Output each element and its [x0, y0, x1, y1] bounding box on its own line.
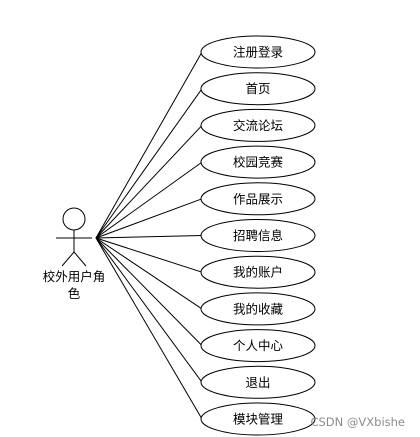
use-case: 我的收藏: [200, 292, 316, 326]
use-case: 校园竞赛: [200, 145, 316, 179]
use-case-ellipse: [200, 365, 316, 399]
use-case-label: 我的收藏: [233, 301, 284, 316]
use-case-ellipse: [200, 329, 316, 363]
use-case-label: 我的账户: [233, 265, 283, 280]
use-case-ellipse: [200, 72, 316, 106]
use-case-label: 首页: [245, 81, 270, 96]
actor-left-leg: [61, 251, 75, 267]
use-case-label: 作品展示: [233, 191, 283, 206]
association-lines: [95, 51, 203, 420]
association-line: [95, 237, 203, 383]
association-line: [95, 198, 203, 239]
watermark-text: CSDN @VXbishe: [310, 415, 405, 429]
use-case: 我的账户: [200, 255, 316, 289]
use-case: 交流论坛: [200, 108, 316, 142]
use-case-ellipse: [200, 292, 316, 326]
association-line: [95, 235, 203, 239]
use-case-ellipse: [200, 35, 316, 69]
actor-head: [62, 207, 86, 231]
association-line: [95, 237, 203, 346]
actor-label-line1: 校外用户角: [43, 269, 106, 284]
use-case: 首页: [200, 72, 316, 106]
association-line: [95, 51, 203, 239]
use-case: 作品展示: [200, 182, 316, 216]
use-case-ellipse: [200, 255, 316, 289]
association-line: [95, 237, 203, 273]
use-case-ellipse: [200, 182, 316, 216]
actor-label-line2: 色: [68, 286, 81, 301]
association-line: [95, 237, 203, 420]
use-case: 注册登录: [200, 35, 316, 69]
actor-right-leg: [73, 251, 87, 267]
use-case-label: 交流论坛: [233, 118, 283, 133]
association-line: [95, 237, 203, 310]
actor-figure: 校外用户角 色: [43, 207, 106, 301]
use-case-ellipse: [200, 145, 316, 179]
use-case-label: 招聘信息: [233, 228, 283, 243]
use-case-ellipse: [200, 402, 316, 436]
use-case-ellipse: [200, 108, 316, 142]
use-case: 个人中心: [200, 329, 316, 363]
use-case: 退出: [200, 365, 316, 399]
use-case-label: 模块管理: [233, 412, 284, 427]
use-case: 模块管理: [200, 402, 316, 436]
use-case: 招聘信息: [200, 219, 316, 252]
association-line: [95, 125, 203, 239]
use-case-label: 校园竞赛: [233, 155, 284, 170]
use-case-ellipse: [200, 219, 316, 252]
use-case-label: 退出: [245, 375, 270, 390]
association-line: [95, 161, 203, 239]
association-line: [95, 88, 203, 239]
use-case-label: 个人中心: [233, 338, 284, 353]
use-case-label: 注册登录: [233, 45, 283, 60]
